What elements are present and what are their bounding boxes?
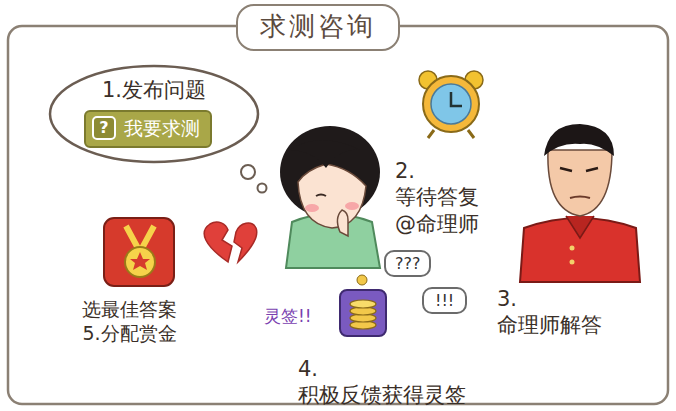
alarm-clock — [419, 71, 483, 138]
medal-icon — [104, 218, 174, 286]
coin-icon — [340, 290, 386, 336]
title-tab: 求测咨询 — [236, 4, 400, 51]
node-text: 我要求测 — [124, 116, 200, 142]
girl-figure — [280, 126, 380, 268]
thought-bubble: 1.发布问题我要求测? — [48, 64, 260, 164]
coin-dot — [357, 275, 367, 285]
frame — [8, 26, 668, 404]
reward-label: 灵签!! — [264, 306, 312, 327]
step-caption: 4.积极反馈获得灵签 — [298, 356, 466, 409]
bubble-ellipse — [50, 66, 258, 162]
speech-bubble: ??? — [384, 250, 431, 277]
fortune-teller — [520, 124, 640, 282]
step-caption: 选最佳答案 5.分配赏金 — [82, 298, 177, 346]
node-text: ??? — [395, 254, 420, 273]
speech-bubble: !!! — [422, 287, 467, 314]
step-caption: 3.命理师解答 — [497, 286, 602, 339]
thought-dot — [258, 184, 267, 193]
action-button: 我要求测? — [84, 110, 212, 148]
node-text: !!! — [435, 291, 454, 310]
node-text: ? — [99, 120, 108, 136]
question-icon: ? — [92, 116, 116, 140]
thought-dot — [241, 165, 255, 179]
node-text: 1.发布问题 — [102, 76, 206, 104]
step-caption: 2.等待答复 @命理师 — [395, 158, 479, 237]
broken-heart — [204, 222, 257, 262]
